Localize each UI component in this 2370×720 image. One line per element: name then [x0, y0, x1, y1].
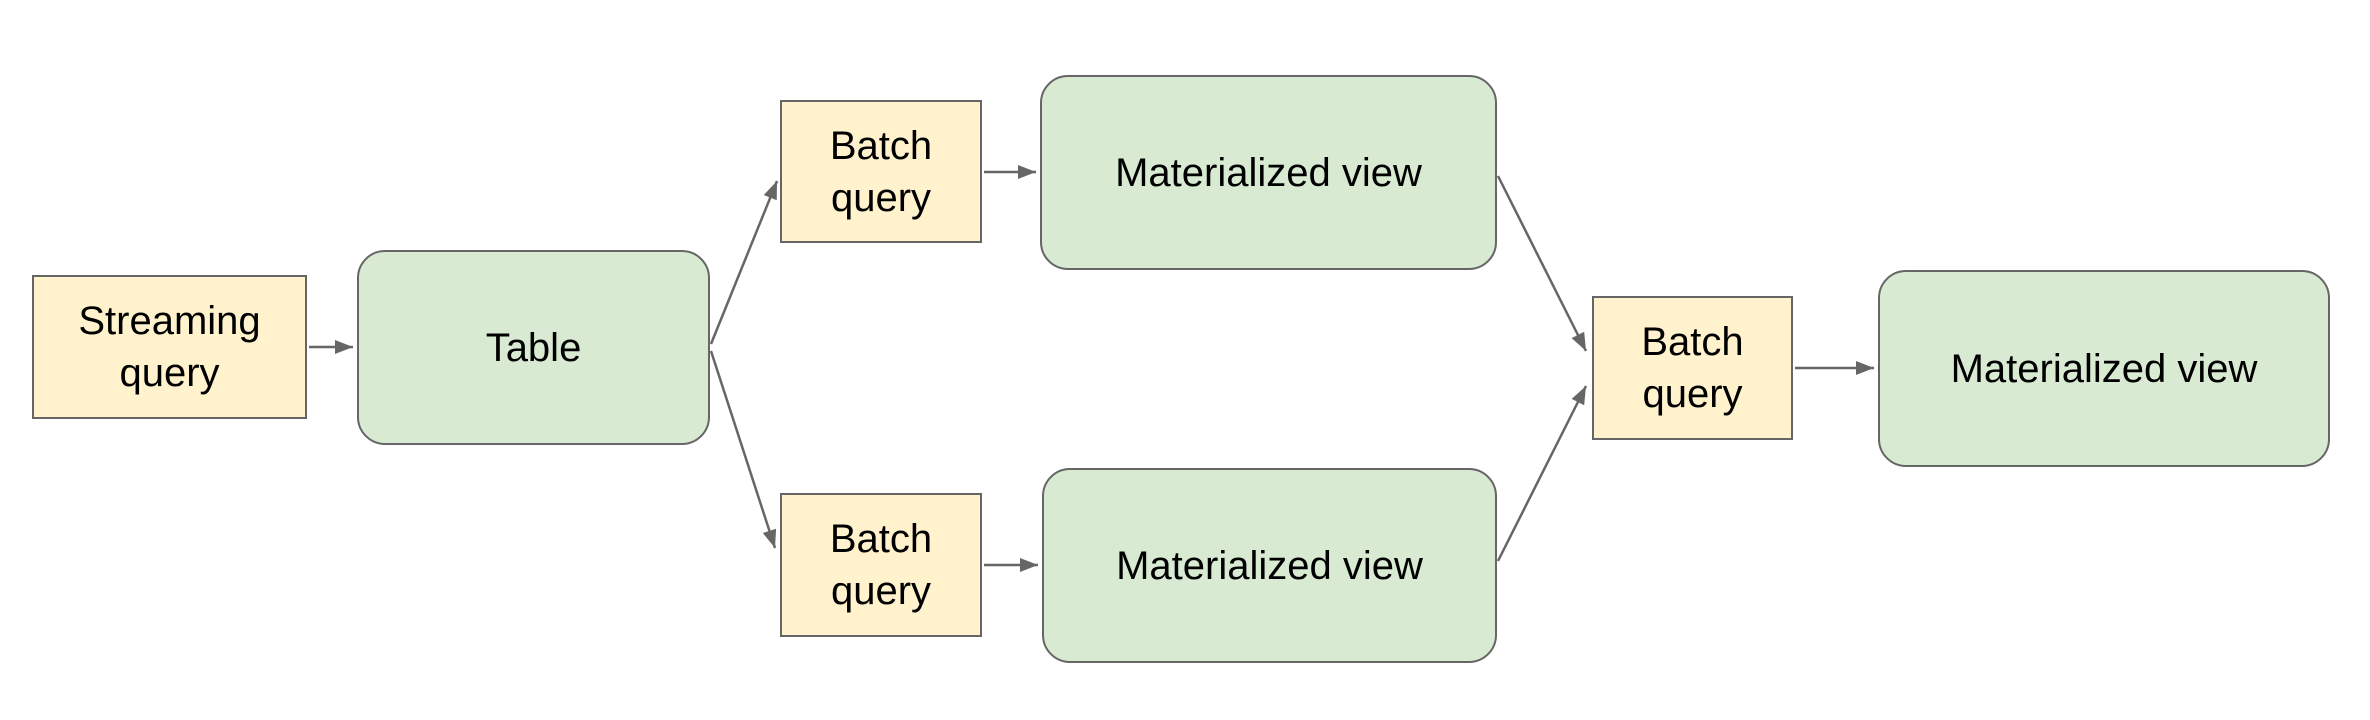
node-materialized-view-final-label: Materialized view: [1950, 346, 2258, 391]
node-batch-query-bottom: Batch query: [780, 493, 982, 637]
arrow-table-to-batch-bottom: [709, 350, 777, 549]
node-batch-query-final-label: Batch query: [1641, 320, 1744, 416]
arrow-mv-bottom-to-batch-final: [1496, 385, 1588, 562]
node-materialized-view-top: Materialized view: [1040, 75, 1497, 270]
node-batch-query-bottom-label: Batch query: [829, 517, 933, 613]
node-batch-query-top: Batch query: [780, 100, 982, 243]
arrow-mv-top-to-batch-final: [1496, 175, 1588, 352]
node-table: Table: [357, 250, 710, 445]
node-streaming-query: Streaming query: [32, 275, 307, 419]
arrow-table-to-batch-top: [709, 180, 779, 345]
node-materialized-view-final: Materialized view: [1878, 270, 2330, 467]
node-materialized-view-bottom: Materialized view: [1042, 468, 1497, 663]
node-materialized-view-top-label: Materialized view: [1115, 150, 1422, 195]
node-materialized-view-bottom-label: Materialized view: [1116, 543, 1423, 588]
node-table-label: Table: [485, 325, 582, 370]
node-batch-query-final: Batch query: [1592, 296, 1793, 440]
node-batch-query-top-label: Batch query: [829, 123, 933, 220]
node-streaming-query-label: Streaming query: [78, 299, 261, 395]
